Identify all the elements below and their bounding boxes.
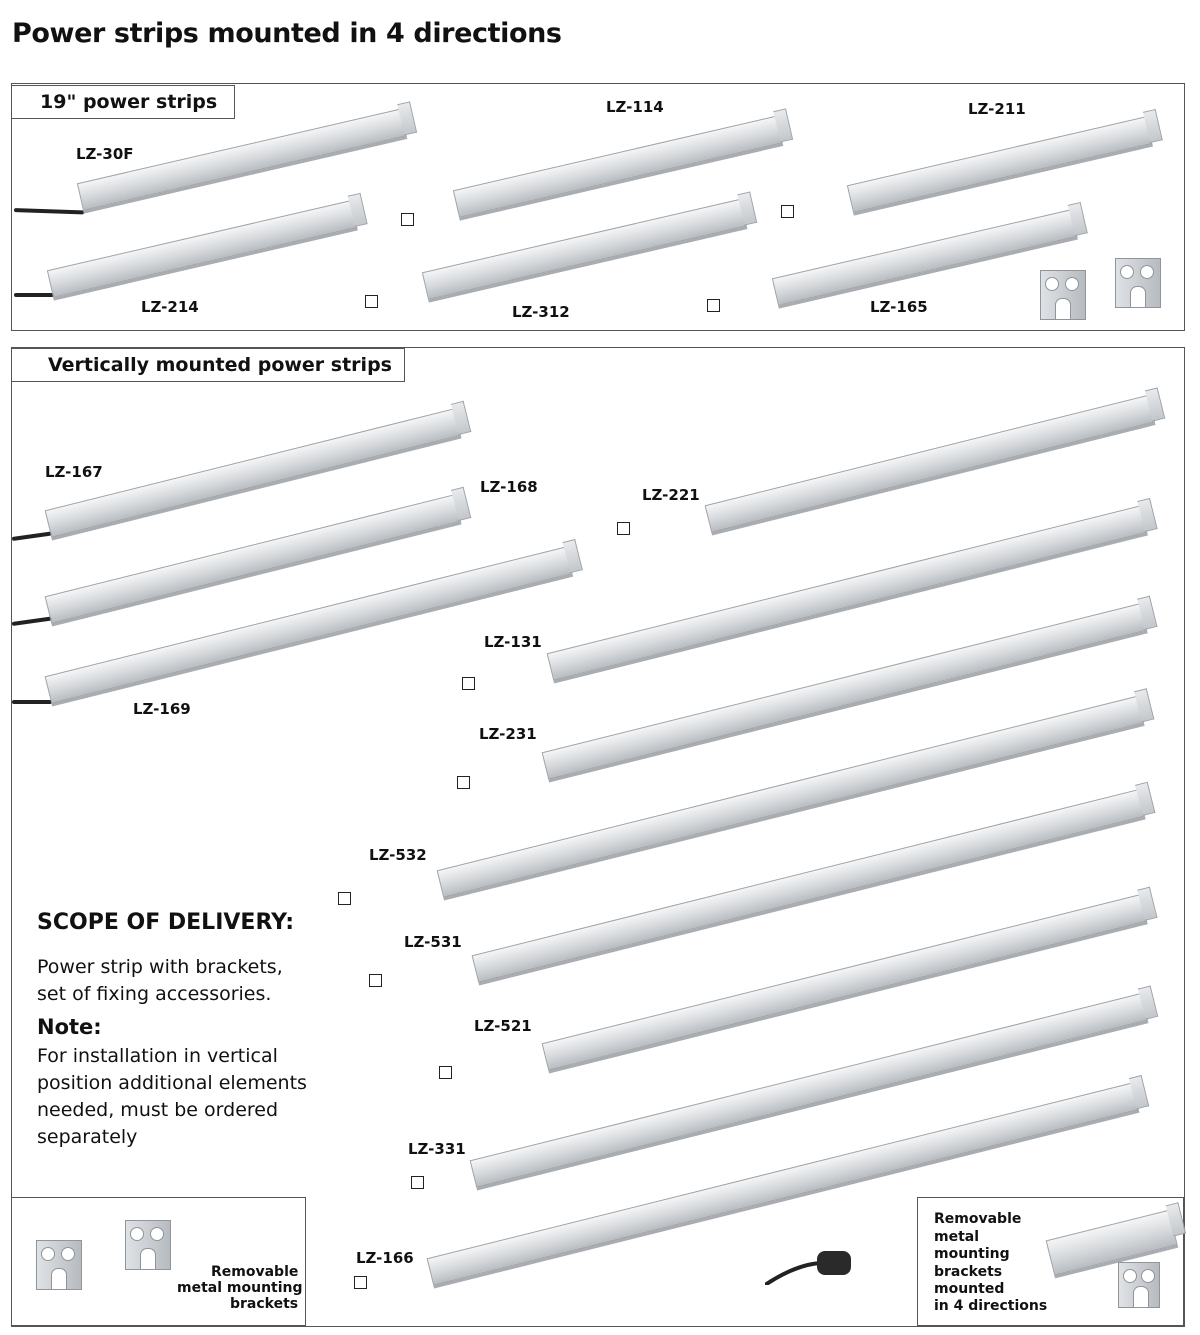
- bracket-4dir-line-5: mounted: [934, 1281, 1005, 1297]
- mounting-bracket-image: [1118, 1262, 1160, 1308]
- cable-end-marker: [462, 677, 475, 690]
- scope-line-2: set of fixing accessories.: [37, 983, 272, 1005]
- bracket-caption-line-3: brackets: [230, 1296, 299, 1312]
- label-lz-231: LZ-231: [479, 725, 537, 743]
- label-lz-532: LZ-532: [369, 846, 427, 864]
- label-lz-221: LZ-221: [642, 486, 700, 504]
- cable-end-marker: [338, 892, 351, 905]
- cable-end-marker: [781, 205, 794, 218]
- cable-end-marker: [369, 974, 382, 987]
- cable-end-marker: [401, 213, 414, 226]
- page-title: Power strips mounted in 4 directions: [12, 18, 562, 49]
- bracket-4dir-line-6: in 4 directions: [934, 1298, 1048, 1314]
- cable-end-marker: [439, 1066, 452, 1079]
- power-plug-image: [765, 1251, 851, 1285]
- mounting-bracket-image: [125, 1220, 171, 1270]
- panel-vertical-tab: Vertically mounted power strips: [11, 348, 405, 382]
- label-lz-169: LZ-169: [133, 700, 191, 718]
- panel-19-inch: [11, 83, 1185, 331]
- mounting-bracket-image: [1040, 270, 1086, 320]
- bracket-4dir-line-4: brackets: [934, 1264, 1003, 1280]
- note-line-1: For installation in vertical: [37, 1045, 278, 1067]
- mounting-bracket-image: [1115, 258, 1161, 308]
- label-lz-131: LZ-131: [484, 633, 542, 651]
- label-lz-168: LZ-168: [480, 478, 538, 496]
- scope-line-1: Power strip with brackets,: [37, 956, 283, 978]
- cable-end-marker: [354, 1276, 367, 1289]
- label-lz-312: LZ-312: [512, 303, 570, 321]
- cable-end-marker: [457, 776, 470, 789]
- label-lz-214: LZ-214: [141, 298, 199, 316]
- scope-heading: SCOPE OF DELIVERY:: [37, 910, 294, 935]
- panel-19-inch-tab: 19" power strips: [11, 85, 235, 119]
- note-line-2: position additional elements: [37, 1072, 307, 1094]
- bracket-caption-line-2: metal mounting: [177, 1280, 303, 1296]
- cable-end-marker: [707, 299, 720, 312]
- power-cable: [14, 293, 54, 297]
- label-lz-211: LZ-211: [968, 100, 1026, 118]
- bracket-caption-line-1: Removable: [211, 1264, 299, 1280]
- label-lz-167: LZ-167: [45, 463, 103, 481]
- label-lz-521: LZ-521: [474, 1017, 532, 1035]
- cable-end-marker: [411, 1176, 424, 1189]
- label-lz-114: LZ-114: [606, 98, 664, 116]
- cable-end-marker: [617, 522, 630, 535]
- label-lz-30f: LZ-30F: [76, 145, 134, 163]
- label-lz-331: LZ-331: [408, 1140, 466, 1158]
- bracket-4dir-line-3: mounting: [934, 1246, 1010, 1262]
- mounting-bracket-image: [36, 1240, 82, 1290]
- note-line-4: separately: [37, 1126, 138, 1148]
- bracket-4dir-line-1: Removable: [934, 1211, 1022, 1227]
- note-line-3: needed, must be ordered: [37, 1099, 279, 1121]
- label-lz-166: LZ-166: [356, 1249, 414, 1267]
- label-lz-165: LZ-165: [870, 298, 928, 316]
- note-heading: Note:: [37, 1015, 102, 1039]
- power-cable: [12, 700, 52, 704]
- label-lz-531: LZ-531: [404, 933, 462, 951]
- bracket-4dir-line-2: metal: [934, 1229, 980, 1245]
- cable-end-marker: [365, 295, 378, 308]
